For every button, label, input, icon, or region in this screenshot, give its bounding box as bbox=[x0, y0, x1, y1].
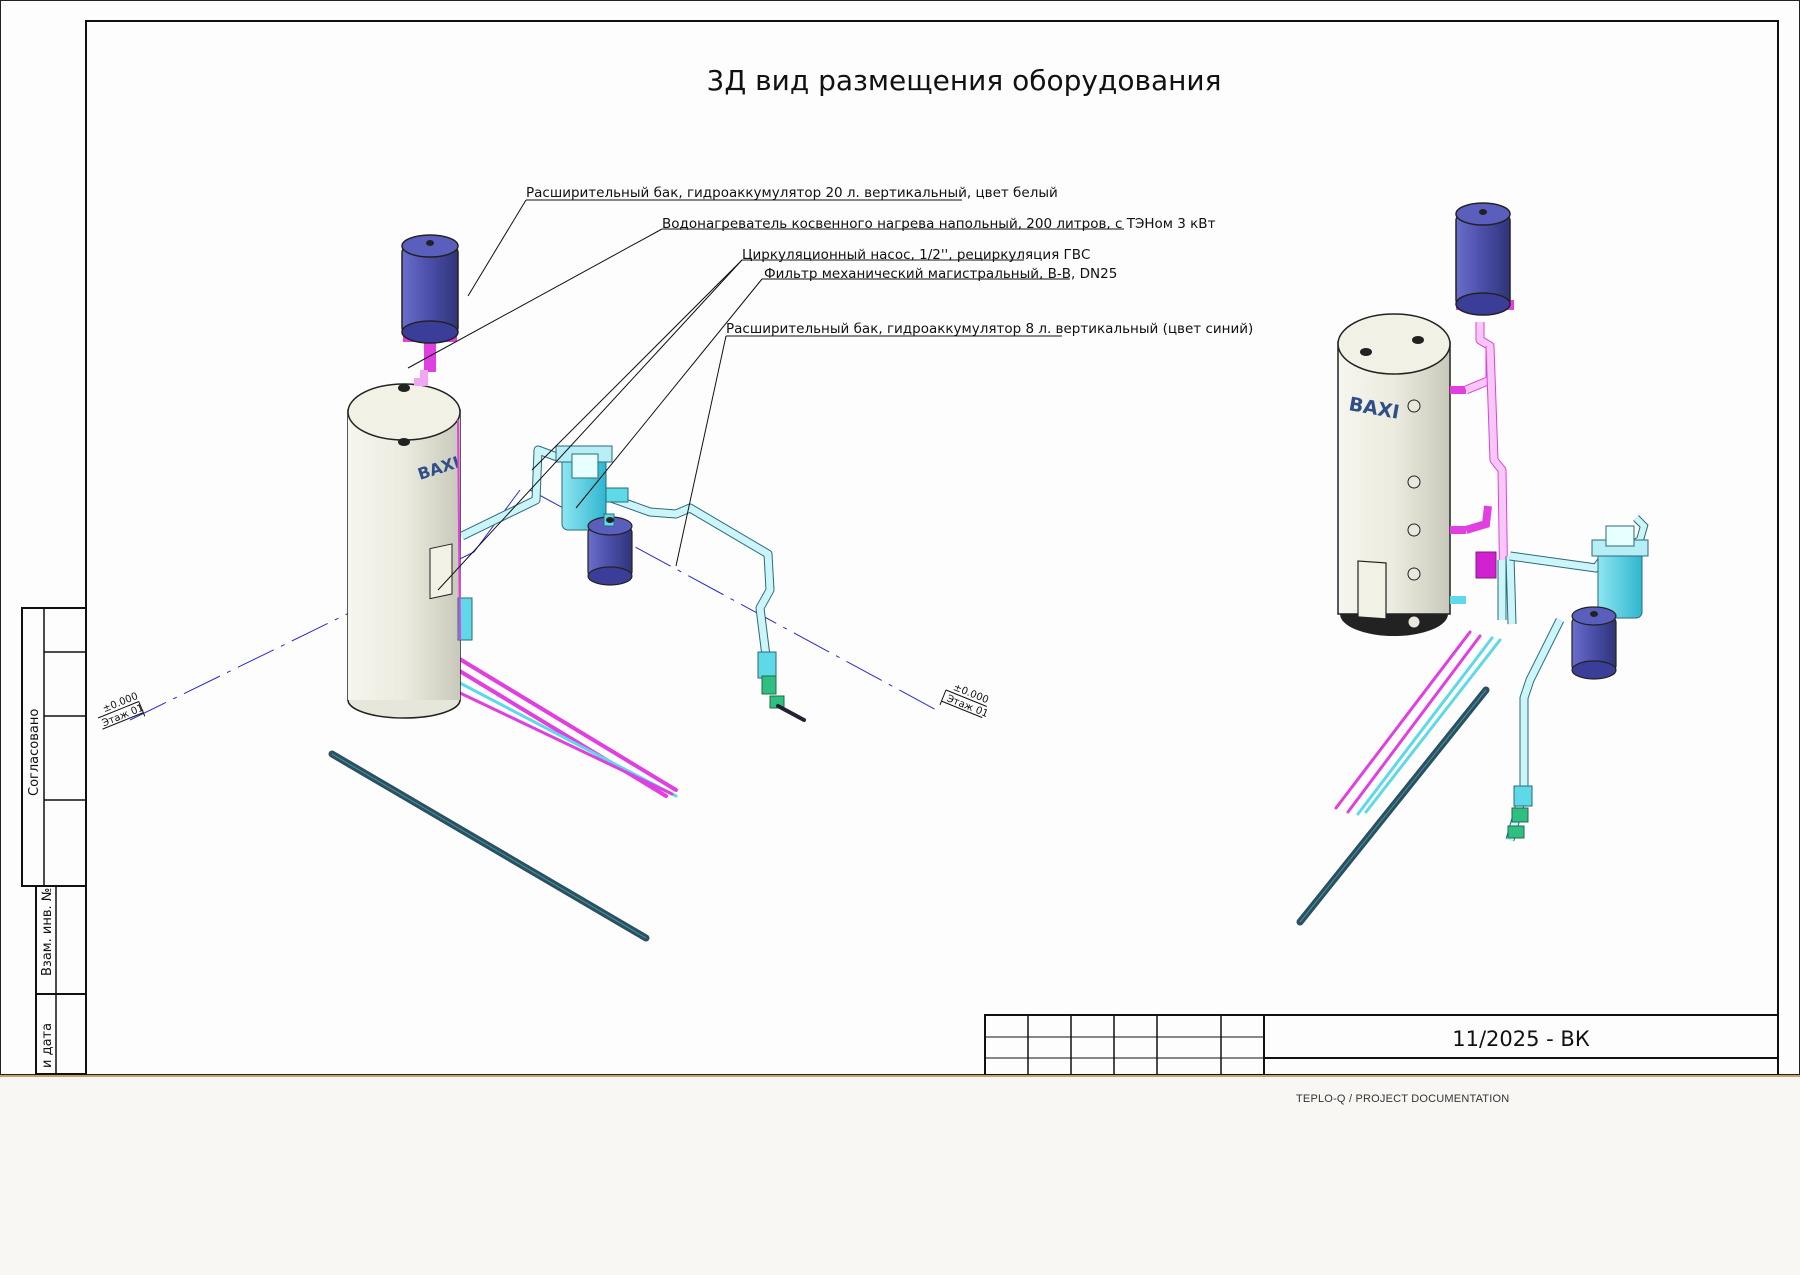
side-stamp bbox=[21, 607, 87, 1075]
footer-caption: TEPLO-Q / PROJECT DOCUMENTATION bbox=[1296, 1093, 1510, 1105]
page-footer: TEPLO-Q / PROJECT DOCUMENTATION bbox=[0, 1075, 1800, 1275]
label-mechanical-filter: Фильтр механический магистральный, В-В, … bbox=[764, 266, 1117, 282]
water-heater: BAXI bbox=[347, 383, 473, 719]
drawing-title: 3Д вид размещения оборудования bbox=[707, 64, 1222, 97]
level-mark-left: ±0.000 Этаж 01 bbox=[97, 691, 145, 730]
outer-border bbox=[0, 0, 1800, 1075]
expansion-tank-20l bbox=[401, 234, 459, 386]
right-view: BAXI bbox=[1296, 202, 1649, 926]
label-expansion-tank-20l: Расширительный бак, гидроаккумулятор 20 … bbox=[526, 185, 1058, 201]
hot-riser bbox=[1464, 322, 1509, 601]
drawing-sheet: 3Д вид размещения оборудования ±0.000 Эт… bbox=[0, 0, 1800, 1075]
left-view: ±0.000 Этаж 01 ±0.000 Этаж 01 bbox=[97, 185, 1253, 942]
cold-water-line bbox=[1497, 515, 1649, 842]
drawing-frame bbox=[85, 20, 1779, 1075]
leader-lines bbox=[407, 199, 1124, 591]
approved-label: Согласовано bbox=[27, 709, 42, 796]
level-mark-right: ±0.000 Этаж 01 bbox=[939, 682, 990, 720]
title-block bbox=[984, 1014, 1779, 1075]
pipe-bundle bbox=[456, 656, 678, 798]
expansion-tank-20l bbox=[1455, 202, 1514, 316]
date-label: и дата bbox=[40, 1023, 55, 1068]
drawing-canvas: 3Д вид размещения оборудования ±0.000 Эт… bbox=[0, 0, 1800, 1075]
label-circulation-pump: Циркуляционный насос, 1/2'', рециркуляци… bbox=[742, 247, 1090, 263]
water-heater: BAXI bbox=[1337, 313, 1466, 636]
cold-water-line bbox=[460, 445, 806, 722]
label-water-heater: Водонагреватель косвенного нагрева напол… bbox=[662, 216, 1216, 232]
pipe-bundle bbox=[1334, 630, 1502, 816]
inv-no-label: Взам. инв. № bbox=[40, 888, 55, 976]
document-code: 11/2025 - ВК bbox=[1452, 1027, 1590, 1051]
label-expansion-tank-8l: Расширительный бак, гидроаккумулятор 8 л… bbox=[726, 321, 1253, 337]
